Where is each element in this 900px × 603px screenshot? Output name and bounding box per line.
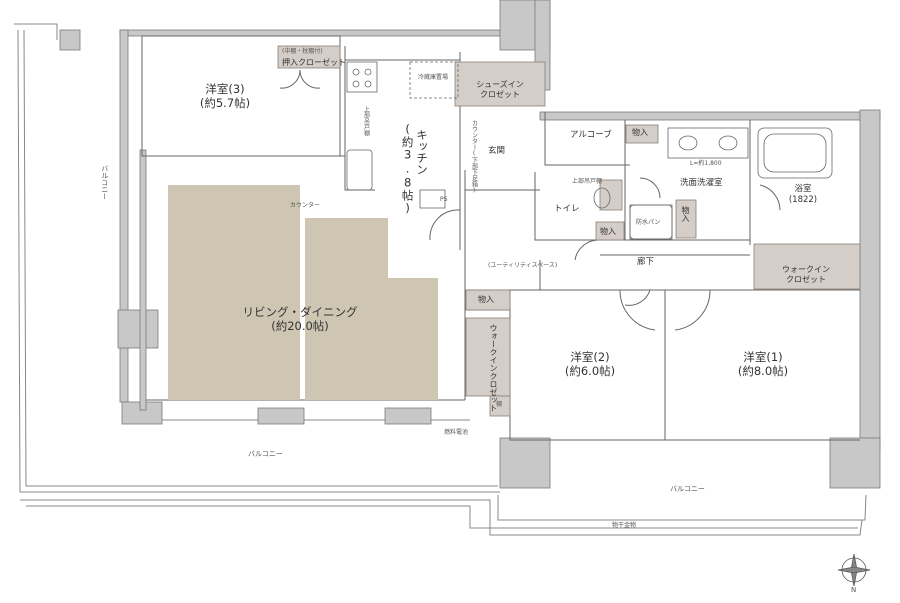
oshiire-label: 押入クローゼット bbox=[282, 58, 346, 67]
room-ldk-name: リビング・ダイニング bbox=[242, 305, 358, 319]
mono-label-1: 物入 bbox=[632, 128, 648, 137]
room-western3-area: (約5.7帖) bbox=[199, 96, 251, 111]
room-toilet: トイレ bbox=[554, 204, 580, 214]
storage-blocks bbox=[277, 45, 861, 417]
room-ldk: リビング・ダイニング (約20.0帖) bbox=[230, 305, 370, 334]
room-western2-area: (約6.0帖) bbox=[564, 364, 616, 379]
room-western1-area: (約8.0帖) bbox=[737, 364, 789, 379]
room-kitchen: キッチン (約3.8帖) bbox=[385, 122, 429, 215]
room-bath-name: 浴室 bbox=[794, 184, 812, 194]
note-toilet-upper: 上部吊戸棚 bbox=[572, 178, 603, 185]
room-kitchen-name: キッチン bbox=[415, 129, 429, 175]
note-ps: PS bbox=[440, 196, 448, 203]
walkin-right-line2: クロゼット bbox=[786, 275, 826, 284]
room-western2-name: 洋室(2) bbox=[570, 350, 610, 364]
walls bbox=[59, 0, 881, 489]
fixtures bbox=[346, 61, 833, 240]
room-entrance: 玄関 bbox=[488, 146, 506, 156]
note-drying-hardware: 物干金物 bbox=[612, 522, 637, 529]
room-ldk-area: (約20.0帖) bbox=[271, 319, 329, 334]
note-counter: カウンター bbox=[290, 202, 321, 209]
mono-label-4: 物入 bbox=[478, 295, 494, 304]
room-kitchen-area: (約3.8帖) bbox=[400, 122, 415, 215]
balcony-south: バルコニー bbox=[248, 450, 283, 458]
north-label: N bbox=[851, 586, 857, 594]
room-bath-area: (1822) bbox=[788, 194, 818, 205]
note-fridge: 冷蔵庫置場 bbox=[418, 74, 449, 81]
room-alcove: アルコーブ bbox=[570, 130, 612, 140]
balcony-southeast: バルコニー bbox=[670, 485, 705, 493]
room-western1-name: 洋室(1) bbox=[743, 350, 783, 364]
oshiire-note: (中棚・枕棚付) bbox=[282, 48, 323, 55]
room-western3: 洋室(3) (約5.7帖) bbox=[195, 82, 255, 111]
note-upper-cabinet-kitchen: 上部吊戸棚 bbox=[362, 106, 370, 136]
walkin-left-label: ウォークインクロゼット bbox=[489, 324, 498, 412]
shoe-in-label: シューズイン クロゼット bbox=[466, 80, 534, 100]
room-western1: 洋室(1) (約8.0帖) bbox=[728, 350, 798, 379]
mono-label-2: 物入 bbox=[681, 206, 690, 222]
room-western2: 洋室(2) (約6.0帖) bbox=[555, 350, 625, 379]
room-washroom: 洗面洗濯室 bbox=[680, 178, 723, 188]
walkin-right-label: ウォークイン クロゼット bbox=[770, 265, 842, 285]
shoe-in-line2: クロゼット bbox=[480, 90, 520, 99]
balcony-west: バルコニー bbox=[100, 165, 109, 200]
mono-label-3: 物入 bbox=[600, 227, 616, 236]
shelf-label: 棚 bbox=[496, 401, 503, 408]
walkin-right-line1: ウォークイン bbox=[782, 265, 830, 274]
room-bath: 浴室 (1822) bbox=[780, 184, 826, 205]
ldk-floor-right bbox=[305, 218, 438, 400]
compass-rose bbox=[837, 553, 871, 587]
room-corridor: 廊下 bbox=[637, 257, 655, 267]
note-fuel-cell: 燃料電池 bbox=[444, 429, 469, 436]
ldk-floor bbox=[168, 185, 300, 400]
note-utility: (ユーティリティスペース) bbox=[488, 262, 558, 269]
room-western3-name: 洋室(3) bbox=[205, 82, 245, 96]
note-counter-2: カウンター(下部下足箱) bbox=[470, 120, 478, 194]
shoe-in-line1: シューズイン bbox=[476, 80, 524, 89]
note-l-width: L=約1,800 bbox=[690, 160, 722, 167]
note-waterproof-pan: 防水パン bbox=[636, 219, 661, 226]
